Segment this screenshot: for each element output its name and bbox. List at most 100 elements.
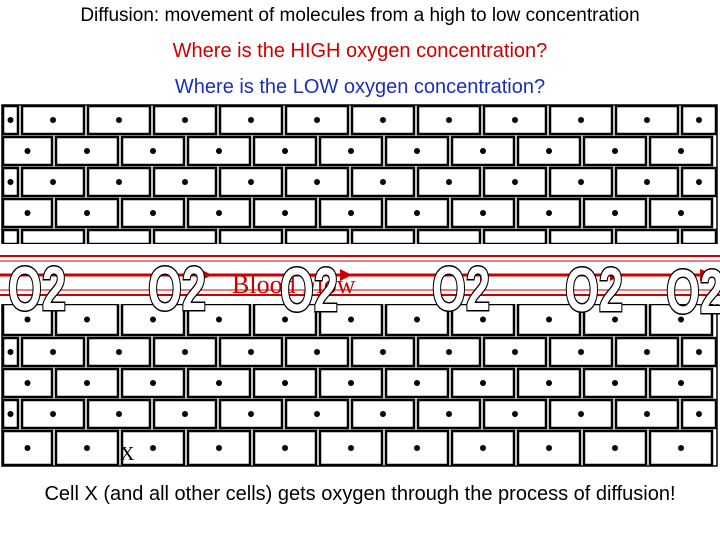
- cell: [152, 166, 218, 198]
- cell-nucleus: [612, 380, 618, 386]
- cell-nucleus: [380, 349, 386, 355]
- cell-nucleus: [678, 210, 684, 216]
- cell-nucleus: [84, 445, 90, 451]
- cell-nucleus: [150, 148, 156, 154]
- cell: [482, 166, 548, 198]
- caption: Cell X (and all other cells) gets oxygen…: [44, 483, 676, 505]
- cell-nucleus: [512, 179, 518, 185]
- cell: [450, 367, 516, 399]
- question-high-oxygen: Where is the HIGH oxygen concentration?: [172, 40, 548, 62]
- cell-nucleus: [380, 411, 386, 417]
- cell: [186, 135, 252, 167]
- cell-nucleus: [612, 445, 618, 451]
- cell-nucleus: [414, 148, 420, 154]
- flow-arrows: [200, 269, 622, 281]
- cell-nucleus: [116, 179, 122, 185]
- cell-nucleus: [116, 411, 122, 417]
- cell: [1, 228, 20, 246]
- cell-nucleus: [314, 411, 320, 417]
- cell-nucleus: [216, 316, 222, 323]
- cell-nucleus: [696, 349, 702, 355]
- cell-nucleus: [348, 380, 354, 386]
- cell-nucleus: [696, 179, 702, 185]
- cell-nucleus: [348, 316, 354, 323]
- cell: [350, 336, 416, 368]
- cell-nucleus: [480, 445, 486, 451]
- cell-nucleus: [546, 210, 552, 216]
- cell: [648, 302, 714, 337]
- cell-nucleus: [414, 380, 420, 386]
- cell: [20, 336, 86, 368]
- cell-nucleus: [50, 411, 56, 417]
- cell-nucleus: [182, 117, 188, 123]
- cell-nucleus: [348, 210, 354, 216]
- cell-nucleus: [512, 411, 518, 417]
- cell-nucleus: [24, 380, 31, 386]
- cell-nucleus: [446, 411, 452, 417]
- cell: [152, 228, 218, 246]
- cell-nucleus: [182, 349, 188, 355]
- cell-nucleus: [546, 445, 552, 451]
- cell-nucleus: [7, 349, 14, 355]
- cell: [20, 228, 86, 246]
- blood-flow-label: Blood Flow: [232, 270, 356, 299]
- cell-nucleus: [546, 148, 552, 154]
- cell-nucleus: [50, 179, 56, 185]
- cell-nucleus: [24, 210, 31, 216]
- cell: [120, 367, 186, 399]
- cell-nucleus: [248, 411, 254, 417]
- cell: [318, 197, 384, 229]
- cell: [648, 197, 714, 229]
- cell-nucleus: [578, 117, 584, 123]
- cell-nucleus: [480, 210, 486, 216]
- cell-nucleus: [380, 117, 386, 123]
- cell-nucleus: [248, 117, 254, 123]
- cell-nucleus: [282, 210, 288, 216]
- cell-nucleus: [612, 316, 618, 323]
- cell-nucleus: [248, 179, 254, 185]
- cell-nucleus: [612, 148, 618, 154]
- flow-arrowhead: [480, 269, 492, 281]
- cell-nucleus: [644, 179, 650, 185]
- flow-arrowhead: [340, 269, 352, 281]
- cell-nucleus: [546, 380, 552, 386]
- cell-nucleus: [50, 349, 56, 355]
- cell: [20, 166, 86, 198]
- cell-nucleus: [216, 210, 222, 216]
- o2-label: O2: [8, 255, 66, 324]
- cell: [548, 228, 614, 246]
- cell: [614, 228, 680, 246]
- cell-nucleus: [24, 316, 31, 323]
- cell-nucleus: [7, 117, 14, 123]
- cell-nucleus: [150, 445, 156, 451]
- cell-nucleus: [696, 411, 702, 417]
- cell-nucleus: [348, 445, 354, 451]
- cell-nucleus: [678, 445, 684, 451]
- cell: [186, 197, 252, 229]
- o2-label: O2: [432, 255, 490, 324]
- cell: [54, 302, 120, 337]
- cell-nucleus: [150, 380, 156, 386]
- cell-nucleus: [578, 349, 584, 355]
- cell-nucleus: [644, 411, 650, 417]
- flow-arrowhead: [200, 269, 212, 281]
- blood-vessel: [0, 244, 720, 304]
- cell-nucleus: [314, 117, 320, 123]
- cell-nucleus: [24, 148, 31, 154]
- cell-grid: [1, 104, 718, 467]
- cell: [482, 228, 548, 246]
- cell-nucleus: [696, 117, 702, 123]
- cell-nucleus: [182, 179, 188, 185]
- cell: [86, 228, 152, 246]
- cell: [614, 398, 680, 430]
- cell-nucleus: [446, 179, 452, 185]
- cell-nucleus: [678, 148, 684, 154]
- cell-nucleus: [282, 380, 288, 386]
- o2-label: O2: [666, 258, 720, 327]
- cell-x-marker: X: [120, 443, 135, 465]
- cell: [582, 135, 648, 167]
- cell-nucleus: [150, 210, 156, 216]
- cell-nucleus: [380, 179, 386, 185]
